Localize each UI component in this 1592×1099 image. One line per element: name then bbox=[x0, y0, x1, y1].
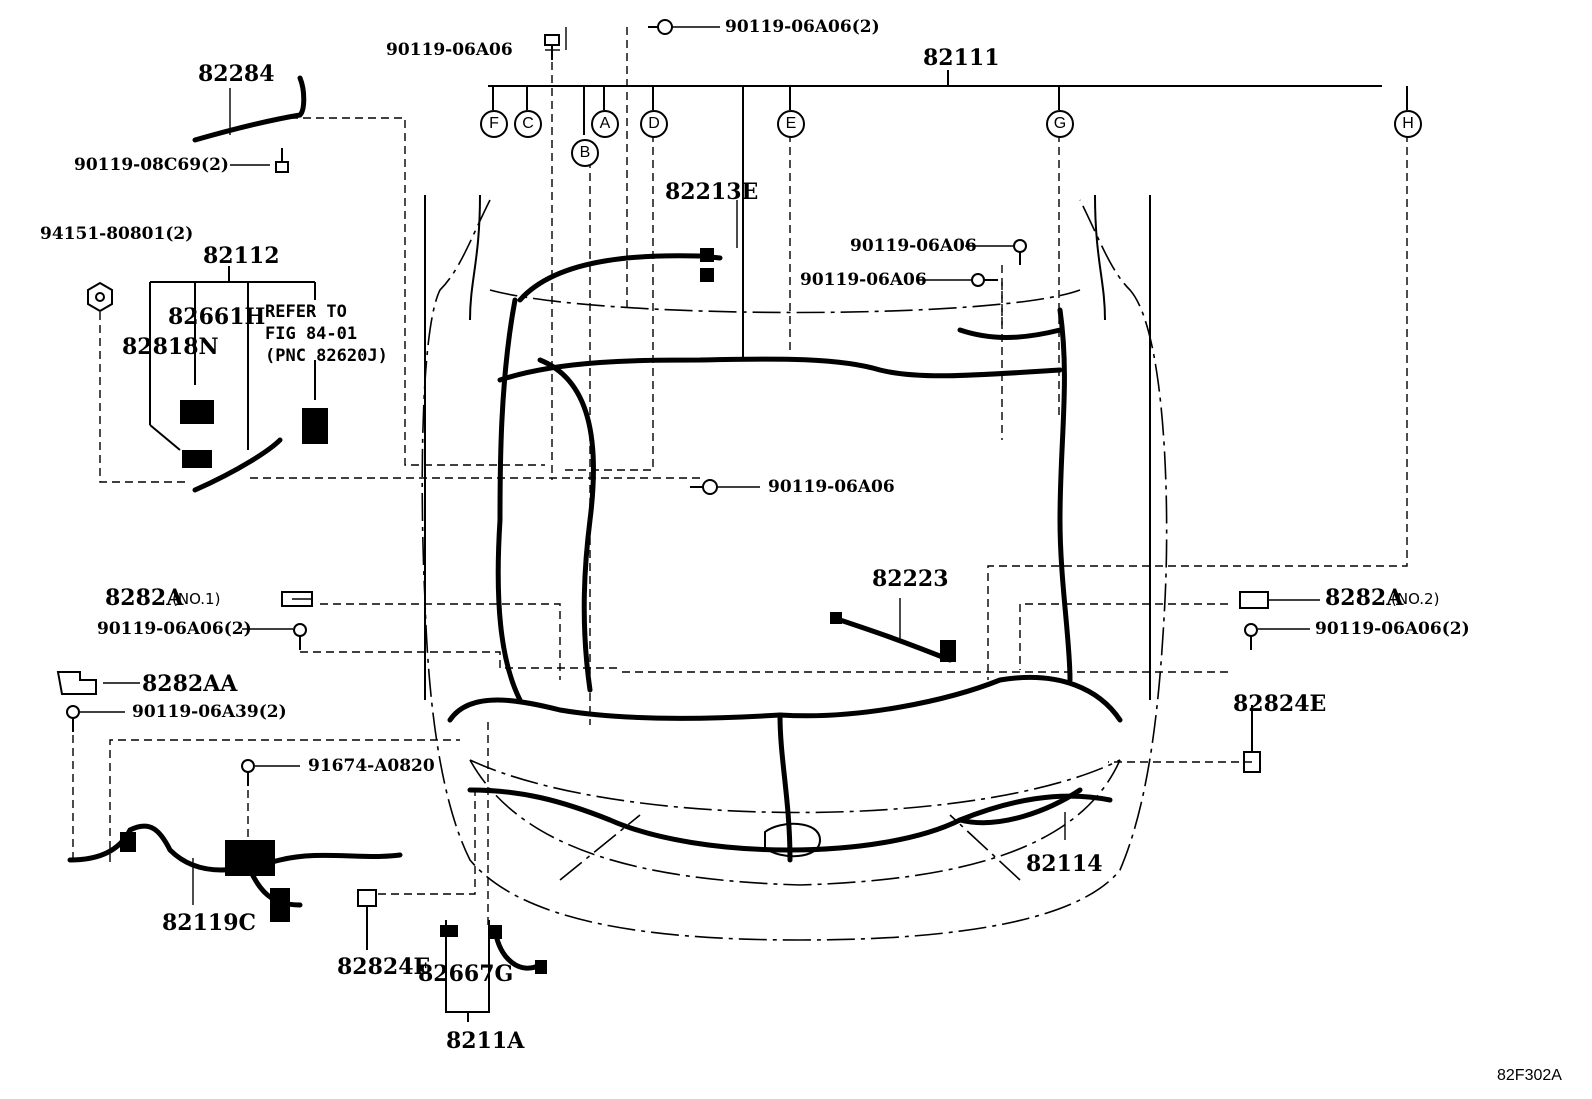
bolt-90119-06A39 bbox=[66, 705, 80, 732]
label-90119-06A06-r1: 90119-06A06 bbox=[850, 236, 977, 256]
label-90119-08C69: 90119-08C69(2) bbox=[74, 155, 229, 175]
connector-82213E bbox=[700, 248, 714, 262]
harness-82223 bbox=[837, 617, 953, 663]
label-90119-06A06-2-left: 90119-06A06(2) bbox=[97, 619, 252, 639]
harness-82114 bbox=[957, 787, 1083, 826]
harness-82284 bbox=[192, 75, 307, 143]
label-90119-06A06-2-top: 90119-06A06(2) bbox=[725, 17, 880, 37]
label-82112: 82112 bbox=[203, 243, 280, 269]
car-outline bbox=[421, 199, 1168, 941]
label-82661H: 82661H bbox=[168, 304, 266, 330]
bracket-8282AA bbox=[56, 671, 97, 695]
connector-82661H bbox=[180, 400, 214, 424]
label-refer-line2: FIG 84-01 bbox=[265, 324, 358, 344]
label-90119-06A06-r2: 90119-06A06 bbox=[800, 270, 927, 290]
label-90119-06A06-mid: 90119-06A06 bbox=[768, 477, 895, 497]
label-8282A-no2-note: (NO.2) bbox=[1391, 590, 1440, 608]
label-91674-A0820: 91674-A0820 bbox=[308, 756, 435, 776]
bolt-90119-06A06-2-left bbox=[293, 623, 307, 650]
label-82111: 82111 bbox=[923, 45, 1000, 71]
label-8282AA: 8282AA bbox=[142, 671, 238, 697]
label-8282A-no2: 8282A bbox=[1325, 585, 1404, 611]
label-82223: 82223 bbox=[872, 566, 949, 592]
bolt-90119-06A06-top bbox=[544, 34, 560, 60]
label-8282A-no1-note: (NO.1) bbox=[172, 590, 221, 608]
bolt-90119-06A06-r2 bbox=[971, 273, 998, 287]
label-82213E: 82213E bbox=[665, 179, 759, 205]
ref-circle-C: C bbox=[514, 110, 542, 138]
bolt-91674-A0820 bbox=[241, 759, 255, 786]
label-82114: 82114 bbox=[1026, 851, 1103, 877]
harness-82111 bbox=[497, 356, 1063, 383]
ref-circle-E: E bbox=[777, 110, 805, 138]
label-82667G: 82667G bbox=[418, 961, 514, 987]
bracket-8282A-no2 bbox=[1239, 591, 1269, 609]
connector-82620J bbox=[302, 408, 328, 444]
label-82824E-right: 82824E bbox=[1233, 691, 1327, 717]
connector-82818N bbox=[182, 450, 212, 468]
label-8211A: 8211A bbox=[446, 1028, 525, 1054]
label-90119-06A39: 90119-06A39(2) bbox=[132, 702, 287, 722]
bolt-90119-06A06-r1 bbox=[1013, 239, 1027, 265]
bolt-90119-06A06-2-right bbox=[1244, 623, 1258, 650]
bolt-90119-06A06-2-top bbox=[648, 19, 673, 35]
label-refer-line3: (PNC 82620J) bbox=[265, 346, 388, 366]
ref-circle-D: D bbox=[640, 110, 668, 138]
label-90119-06A06-top: 90119-06A06 bbox=[386, 40, 513, 60]
nut-94151 bbox=[87, 281, 113, 313]
ref-circle-F: F bbox=[480, 110, 508, 138]
label-82818N: 82818N bbox=[122, 334, 219, 360]
label-90119-06A06-2-right: 90119-06A06(2) bbox=[1315, 619, 1470, 639]
ref-circle-A: A bbox=[591, 110, 619, 138]
sensor-82824E-left bbox=[357, 889, 377, 950]
label-8282A-no1: 8282A bbox=[105, 585, 184, 611]
bolt-90119-06A06-mid bbox=[690, 479, 718, 495]
label-94151-80801: 94151-80801(2) bbox=[40, 224, 194, 244]
label-82119C: 82119C bbox=[162, 910, 257, 936]
ref-circle-H: H bbox=[1394, 110, 1422, 138]
figure-code: 82F302A bbox=[1497, 1067, 1562, 1084]
ref-circle-G: G bbox=[1046, 110, 1074, 138]
ref-circle-B: B bbox=[571, 139, 599, 167]
bolt-90119-08C69 bbox=[275, 148, 289, 173]
label-82284: 82284 bbox=[198, 61, 275, 87]
label-82824E-left: 82824E bbox=[337, 954, 431, 980]
label-refer-line1: REFER TO bbox=[265, 302, 347, 322]
